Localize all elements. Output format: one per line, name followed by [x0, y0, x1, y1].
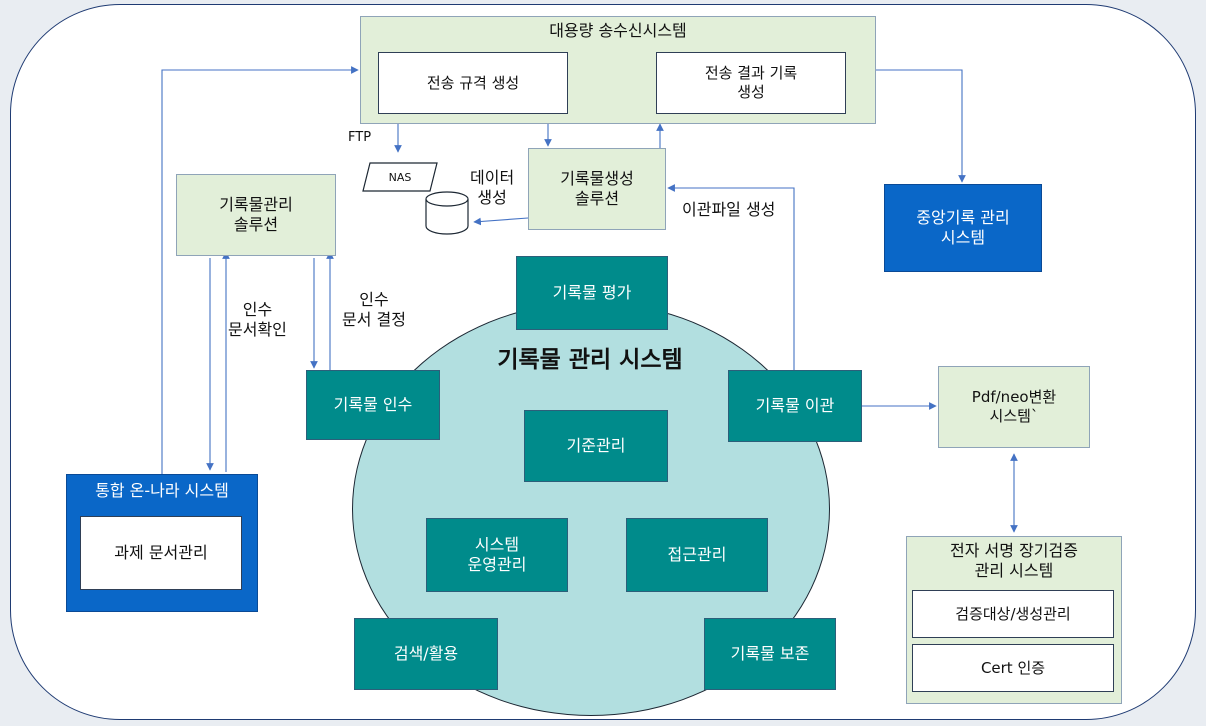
- data-generation-label: 데이터 생성: [470, 168, 515, 207]
- record-preservation: 기록물 보존: [704, 618, 836, 690]
- esign-title: 전자 서명 장기검증 관리 시스템: [950, 541, 1078, 580]
- receipt-confirm-label: 인수 문서확인: [228, 300, 287, 339]
- result-log-box: 전송 결과 기록 생성: [656, 52, 846, 114]
- nas-label: NAS: [388, 170, 412, 184]
- record-evaluation: 기록물 평가: [516, 256, 668, 330]
- spec-generation-box: 전송 규격 생성: [378, 52, 568, 114]
- record-acquisition: 기록물 인수: [306, 370, 440, 440]
- ftp-label: FTP: [348, 130, 372, 145]
- search-utilization: 검색/활용: [354, 618, 498, 690]
- system-operations-management: 시스템 운영관리: [426, 518, 568, 592]
- record-management-system-title: 기록물 관리 시스템: [497, 347, 683, 373]
- record-management-solution: 기록물관리 솔루션: [176, 174, 336, 256]
- record-transfer: 기록물 이관: [728, 370, 862, 442]
- central-archive-system: 중앙기록 관리 시스템: [884, 184, 1042, 272]
- verification-target-management: 검증대상/생성관리: [912, 590, 1114, 638]
- standards-management: 기준관리: [524, 410, 668, 482]
- receipt-decision-label: 인수 문서 결정: [342, 290, 406, 329]
- transfer-file-generation-label: 이관파일 생성: [682, 200, 776, 219]
- transfer-system-title: 대용량 송수신시스템: [549, 21, 687, 40]
- onnara-title: 통합 온-나라 시스템: [95, 481, 229, 500]
- task-document-management: 과제 문서관리: [80, 516, 242, 590]
- access-management: 접근관리: [626, 518, 768, 592]
- nas-storage: NAS: [362, 162, 438, 192]
- cert-authentication: Cert 인증: [912, 644, 1114, 692]
- database-icon: [425, 191, 469, 235]
- pdf-conversion-system: Pdf/neo변환 시스템`: [938, 366, 1090, 448]
- record-generation-solution: 기록물생성 솔루션: [528, 148, 666, 230]
